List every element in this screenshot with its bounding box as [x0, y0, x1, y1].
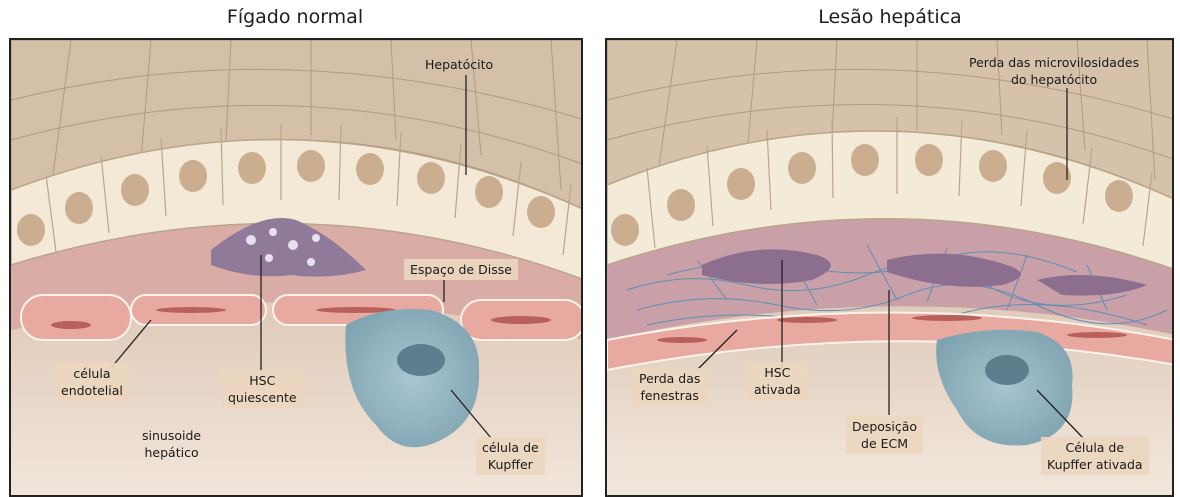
- label-perda-microvilosidades: Perda das microvilosidades do hepatócito: [963, 52, 1145, 90]
- label-perda-fenestras: Perda das fenestras: [633, 368, 706, 406]
- label-espaco-disse: Espaço de Disse: [404, 259, 518, 280]
- panel-title-injury: Lesão hepática: [740, 6, 1040, 28]
- label-hsc-ativada: HSC ativada: [748, 362, 807, 400]
- panel-normal-liver: Hepatócito Espaço de Disse célula endote…: [9, 38, 583, 497]
- panel-title-normal: Fígado normal: [145, 6, 445, 28]
- label-hsc-quiescente: HSC quiescente: [222, 370, 303, 408]
- label-kupffer-ativada: Célula de Kupffer ativada: [1041, 437, 1149, 475]
- label-kupffer: célula de Kupffer: [476, 437, 545, 475]
- label-sinusoide: sinusoide hepático: [136, 425, 207, 463]
- label-hepatocito: Hepatócito: [419, 54, 499, 75]
- panel-liver-injury: Perda das microvilosidades do hepatócito…: [605, 38, 1174, 497]
- label-celula-endotelial: célula endotelial: [55, 363, 129, 401]
- label-deposicao-ecm: Deposição de ECM: [846, 416, 923, 454]
